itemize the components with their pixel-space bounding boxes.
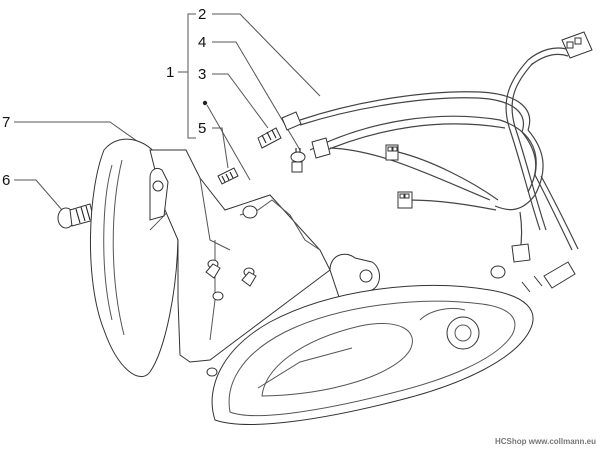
callout-2: 2 [198,6,206,23]
watermark-text: HCShop www.collmann.eu [494,437,596,446]
screw-6 [57,203,95,229]
callout-1: 1 [166,64,174,81]
headlight-housing [90,138,534,425]
bulb-4 [290,148,306,173]
callout-6: 6 [2,172,10,189]
callout-labels: 1 2 4 3 5 7 6 [2,6,206,189]
wiring-harness [299,47,579,253]
bulb-socket-3 [257,127,282,149]
connectors [311,31,593,293]
callout-3: 3 [198,66,206,83]
leader-lines [14,13,321,211]
callout-4: 4 [198,34,206,51]
screw-5 [217,167,239,185]
callout-5: 5 [198,120,206,137]
callout-7: 7 [2,114,10,131]
bulb-holder-2 [281,111,302,131]
